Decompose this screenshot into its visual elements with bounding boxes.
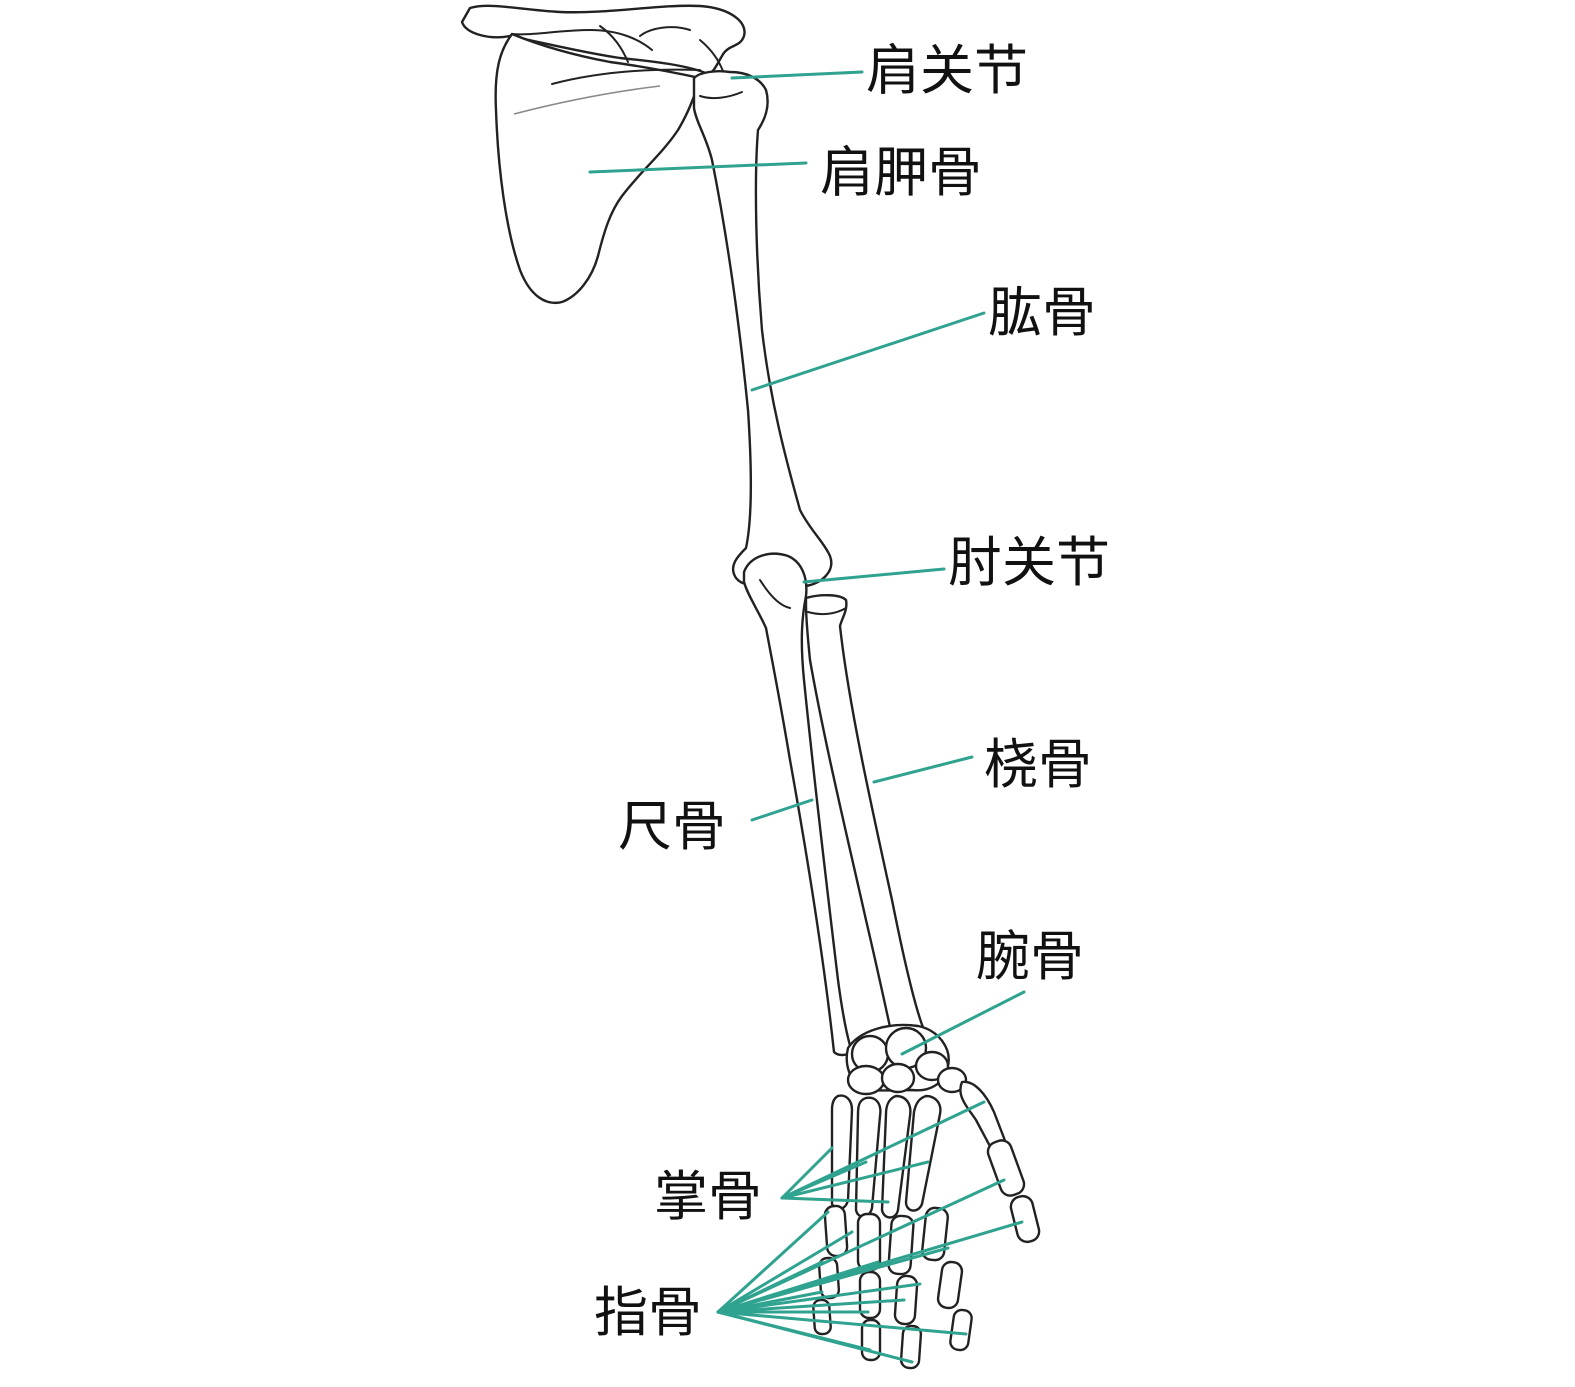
- label-metacarpals: 掌骨: [654, 1165, 762, 1228]
- label-ulna: 尺骨: [618, 795, 726, 858]
- humerus: [692, 70, 833, 588]
- leader-humerus: [750, 311, 986, 392]
- leader-metacarpal-1: [780, 1146, 834, 1200]
- leader-phalanx-11: [716, 1310, 968, 1336]
- carpals: [845, 1023, 968, 1096]
- leader-ulna: [750, 798, 814, 822]
- leader-phalanx-2: [716, 1230, 854, 1314]
- scapula: [494, 25, 725, 305]
- leader-phalanx-14: [716, 1290, 824, 1314]
- leader-carpals: [900, 990, 1026, 1056]
- radius: [804, 594, 940, 1074]
- leader-shoulder-joint: [730, 70, 864, 80]
- leader-radius: [872, 755, 974, 784]
- leader-phalanx-9: [716, 1298, 906, 1314]
- leader-phalanx-7: [716, 1260, 824, 1314]
- metacarpals: [830, 1080, 1007, 1219]
- leader-scapula: [588, 161, 808, 174]
- leader-phalanx-6: [716, 1260, 880, 1314]
- leader-phalanx-1: [716, 1210, 830, 1314]
- leader-phalanx-8: [716, 1282, 922, 1314]
- leader-elbow-joint: [802, 567, 946, 584]
- leader-metacarpal-3: [780, 1160, 930, 1200]
- leader-lines: [588, 70, 1026, 1364]
- label-phalanges: 指骨: [594, 1281, 702, 1344]
- leader-metacarpal-4: [780, 1100, 986, 1200]
- label-shoulder-joint: 肩关节: [866, 39, 1028, 102]
- leader-metacarpal-5: [780, 1196, 890, 1204]
- label-elbow-joint: 肘关节: [948, 531, 1110, 594]
- clavicle: [460, 4, 746, 76]
- label-humerus: 肱骨: [988, 281, 1096, 344]
- label-radius: 桡骨: [984, 733, 1092, 796]
- leader-phalanx-13: [716, 1310, 914, 1364]
- label-carpals: 腕骨: [976, 925, 1084, 988]
- label-scapula: 肩胛骨: [820, 141, 982, 204]
